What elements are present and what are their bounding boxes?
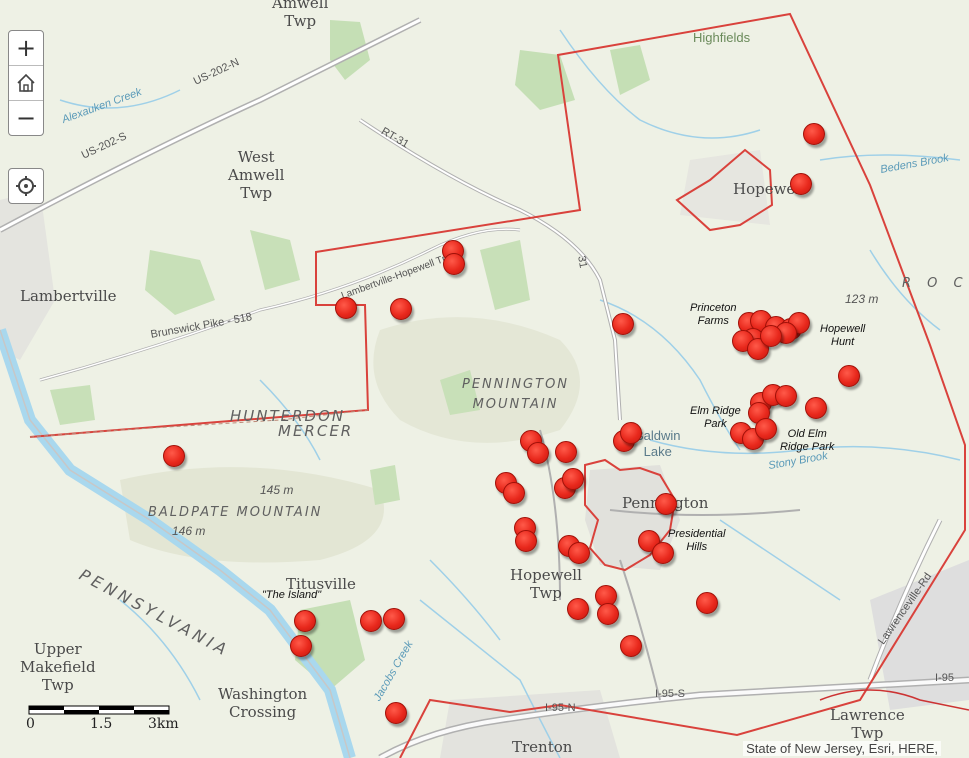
label-washington-crossing: Washington Crossing [218, 685, 308, 721]
map-marker[interactable] [568, 542, 590, 564]
label-lawrence-twp: Lawrence Twp [830, 706, 905, 742]
label-baldwin-lake: Baldwin Lake [635, 428, 681, 459]
zoom-out-button[interactable]: − [9, 100, 43, 135]
scale-label-3km: 3km [148, 716, 179, 732]
road-label-i95n: I-95-N [545, 702, 576, 714]
poi-the-island: "The Island" [262, 589, 322, 601]
home-button[interactable] [9, 65, 43, 100]
label-mercer: MERCER [278, 422, 354, 440]
map-marker[interactable] [503, 482, 525, 504]
map-marker[interactable] [515, 530, 537, 552]
poi-presidential-hills: Presidential Hills [668, 528, 726, 553]
locate-button[interactable] [8, 168, 44, 204]
map-marker[interactable] [803, 123, 825, 145]
poi-hopewell-hunt: Hopewell Hunt [820, 323, 866, 348]
map-marker[interactable] [443, 253, 465, 275]
label-trenton: Trenton [512, 738, 573, 756]
label-lambertville: Lambertville [20, 287, 117, 305]
label-hopewell-twp: Hopewell Twp [510, 566, 582, 602]
map-marker[interactable] [294, 610, 316, 632]
map-marker[interactable] [383, 608, 405, 630]
home-icon [17, 73, 35, 92]
label-west-amwell-twp: West Amwell Twp [228, 148, 285, 202]
map-marker[interactable] [775, 385, 797, 407]
zoom-in-button[interactable]: + [15, 34, 37, 62]
road-label-i95: I-95 [935, 672, 954, 684]
poi-princeton-farms: Princeton Farms [690, 302, 737, 327]
poi-elm-ridge-park: Elm Ridge Park [690, 405, 741, 430]
map-marker[interactable] [838, 365, 860, 387]
map-marker[interactable] [805, 397, 827, 419]
scale-label-1-5: 1.5 [90, 716, 113, 732]
map-marker[interactable] [527, 442, 549, 464]
elevation-145: 145 m [260, 483, 294, 497]
scale-bar [28, 705, 170, 715]
scale-label-0: 0 [26, 716, 35, 732]
road-label-31: 31 [575, 254, 590, 270]
elevation-123: 123 m [845, 292, 879, 306]
map-marker[interactable] [597, 603, 619, 625]
zoom-control: + − [8, 30, 44, 136]
label-upper-makefield: Upper Makefield Twp [20, 640, 96, 694]
label-titusville: Titusville [286, 575, 356, 593]
map-marker[interactable] [655, 493, 677, 515]
map-marker[interactable] [755, 418, 777, 440]
label-roc: R O C [902, 276, 969, 291]
attribution: State of New Jersey, Esri, HERE, [743, 741, 941, 756]
map-marker[interactable] [620, 635, 642, 657]
poi-old-elm-ridge-park: Old Elm Ridge Park [780, 428, 835, 453]
map-marker[interactable] [760, 325, 782, 347]
label-hunterdon: HUNTERDON [230, 407, 346, 425]
label-hopewell: Hopewell [733, 180, 805, 198]
map-marker[interactable] [696, 592, 718, 614]
map-marker[interactable] [385, 702, 407, 724]
map-marker[interactable] [335, 297, 357, 319]
map-marker[interactable] [290, 635, 312, 657]
map-marker[interactable] [360, 610, 382, 632]
map-marker[interactable] [620, 422, 642, 444]
label-pennington-mountain: PENNINGTON MOUNTAIN [462, 377, 570, 412]
elevation-146: 146 m [172, 524, 206, 538]
map-marker[interactable] [163, 445, 185, 467]
map-marker[interactable] [567, 598, 589, 620]
map-marker[interactable] [790, 173, 812, 195]
map-marker[interactable] [562, 468, 584, 490]
road-label-i95s: I-95-S [655, 688, 685, 700]
map-marker[interactable] [652, 542, 674, 564]
map-marker[interactable] [390, 298, 412, 320]
map-marker[interactable] [555, 441, 577, 463]
map-marker[interactable] [612, 313, 634, 335]
label-amwell-twp: Amwell Twp [272, 0, 329, 30]
label-baldpate-mountain: BALDPATE MOUNTAIN [148, 505, 323, 520]
locate-icon [16, 176, 36, 196]
label-highfields: Highfields [693, 30, 751, 45]
